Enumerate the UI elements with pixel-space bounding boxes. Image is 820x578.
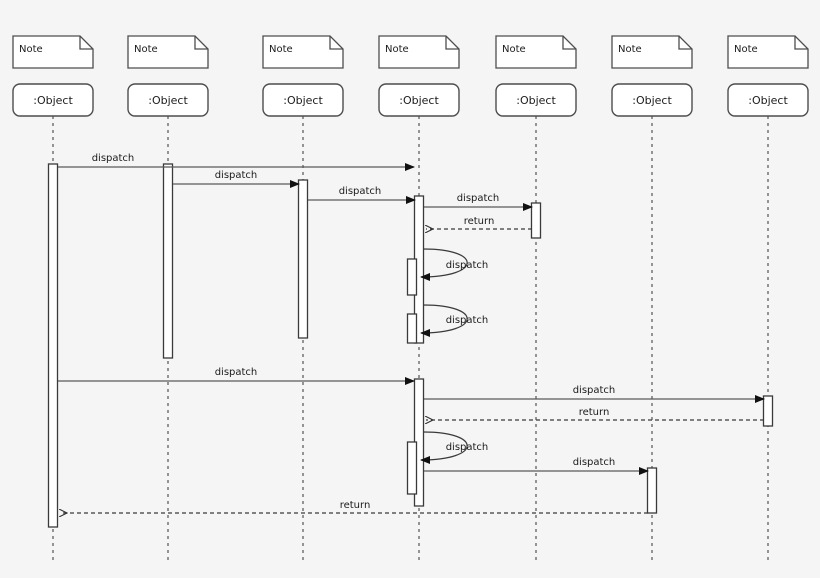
self-call-arrow-m7 <box>420 304 468 337</box>
message-m13: return <box>60 500 648 513</box>
note-box-7 <box>727 35 809 69</box>
message-label-m11: dispatch <box>446 442 489 453</box>
lifeline-heads-layer: Note :Object Note :Object Note :Object Note :Ob… <box>12 35 809 117</box>
object-label-2: :Object <box>148 94 188 107</box>
note-fold-corner-2 <box>194 36 208 50</box>
note-fold-corner-3 <box>329 36 343 50</box>
message-label-m8: dispatch <box>215 367 258 378</box>
message-m11: dispatch <box>420 431 489 464</box>
object-label-6: :Object <box>632 94 672 107</box>
note-box-5 <box>495 35 577 69</box>
activation-bar-act3 <box>297 179 309 339</box>
message-label-m7: dispatch <box>446 315 489 326</box>
message-m7: dispatch <box>420 304 489 337</box>
message-m12: dispatch <box>424 457 649 475</box>
note-label-1: Note <box>19 44 43 55</box>
object-box-3 <box>262 83 344 117</box>
message-label-m10: return <box>579 407 610 418</box>
lifeline-head-6: Note :Object <box>611 35 693 117</box>
message-m2: dispatch <box>173 170 300 188</box>
activations-layer <box>47 163 774 528</box>
note-fold-corner-4 <box>445 36 459 50</box>
lifeline-head-5: Note :Object <box>495 35 577 117</box>
lifeline-head-3: Note :Object <box>262 35 344 117</box>
object-label-1: :Object <box>33 94 73 107</box>
message-m6: dispatch <box>420 248 489 281</box>
message-m4: dispatch <box>424 193 533 211</box>
activation-bar-act10 <box>406 441 418 495</box>
note-box-3 <box>262 35 344 69</box>
note-fold-corner-6 <box>678 36 692 50</box>
activation-bar-act11 <box>646 467 658 514</box>
note-label-6: Note <box>618 44 642 55</box>
message-m9: dispatch <box>424 385 765 403</box>
note-label-5: Note <box>502 44 526 55</box>
note-fold-corner-7 <box>794 36 808 50</box>
message-label-m9: dispatch <box>573 385 616 396</box>
object-box-1 <box>12 83 94 117</box>
lifeline-head-1: Note :Object <box>12 35 94 117</box>
note-label-7: Note <box>734 44 758 55</box>
message-m10: return <box>426 407 764 420</box>
activation-bar-act5 <box>530 202 542 239</box>
activation-bar-act6 <box>406 258 418 296</box>
object-box-6 <box>611 83 693 117</box>
message-label-m13: return <box>340 500 371 511</box>
note-box-6 <box>611 35 693 69</box>
object-box-4 <box>378 83 460 117</box>
object-label-3: :Object <box>283 94 323 107</box>
lifeline-head-7: Note :Object <box>727 35 809 117</box>
message-m3: dispatch <box>308 186 416 204</box>
message-m8: dispatch <box>58 367 415 385</box>
activation-bar-act2 <box>162 163 174 359</box>
activation-bar-act1 <box>47 163 59 528</box>
messages-layer: dispatch dispatch dispatch dispatch return di… <box>58 153 765 513</box>
message-label-m4: dispatch <box>457 193 500 204</box>
message-m5: return <box>426 216 532 229</box>
note-box-2 <box>127 35 209 69</box>
note-label-2: Note <box>134 44 158 55</box>
note-box-4 <box>378 35 460 69</box>
lifeline-head-2: Note :Object <box>127 35 209 117</box>
message-label-m3: dispatch <box>339 186 382 197</box>
message-label-m12: dispatch <box>573 457 616 468</box>
object-box-7 <box>727 83 809 117</box>
activation-bar-act7 <box>406 313 418 344</box>
note-label-4: Note <box>385 44 409 55</box>
note-fold-corner-1 <box>79 36 93 50</box>
activation-bar-act9 <box>762 395 774 427</box>
object-label-5: :Object <box>516 94 556 107</box>
self-call-arrow-m6 <box>420 248 468 281</box>
message-label-m2: dispatch <box>215 170 258 181</box>
lifeline-head-4: Note :Object <box>378 35 460 117</box>
note-box-1 <box>12 35 94 69</box>
object-box-2 <box>127 83 209 117</box>
note-label-3: Note <box>269 44 293 55</box>
message-m1: dispatch <box>58 153 415 171</box>
message-label-m5: return <box>464 216 495 227</box>
message-label-m6: dispatch <box>446 260 489 271</box>
object-box-5 <box>495 83 577 117</box>
self-call-arrow-m11 <box>420 431 468 464</box>
object-label-4: :Object <box>399 94 439 107</box>
message-label-m1: dispatch <box>92 153 135 164</box>
object-label-7: :Object <box>748 94 788 107</box>
note-fold-corner-5 <box>562 36 576 50</box>
